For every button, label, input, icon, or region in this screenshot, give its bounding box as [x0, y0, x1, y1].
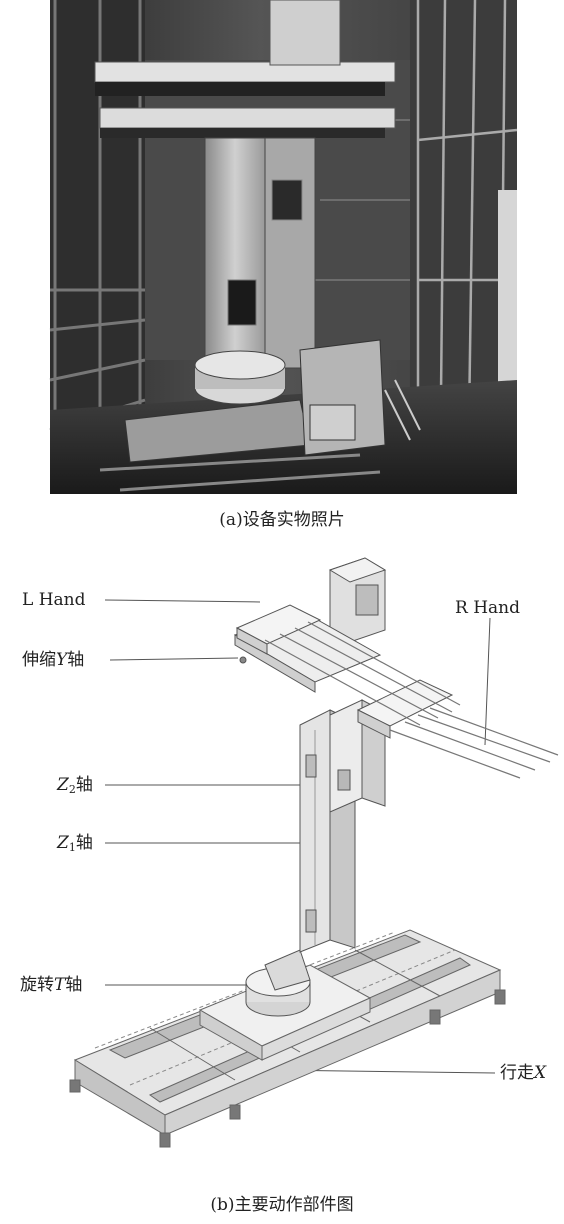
panel-a: (a)设备实物照片: [0, 0, 564, 540]
label-l-hand: L Hand: [22, 590, 86, 610]
equipment-photo: [49, 0, 518, 495]
hand-assembly: [233, 557, 559, 779]
leader-y-axis: [109, 657, 239, 661]
panel-a-caption: (a)设备实物照片: [219, 510, 345, 530]
label-y-axis: 伸缩Y轴: [22, 650, 85, 670]
rotary-t-stage: [245, 949, 311, 1017]
panel-b: L Hand R Hand 伸缩Y轴 Z2轴 Z1轴 旋转T轴 行走X (b)主…: [0, 540, 564, 1224]
panel-b-caption: (b)主要动作部件图: [210, 1195, 354, 1215]
leader-l-hand: [104, 599, 261, 603]
component-diagram: [69, 557, 559, 1148]
label-z1-axis: Z1轴: [57, 833, 93, 854]
label-t-axis: 旋转T轴: [20, 975, 83, 995]
label-x-axis: 行走X: [500, 1063, 547, 1083]
leader-r-hand: [484, 617, 491, 746]
label-r-hand: R Hand: [455, 598, 520, 618]
label-z2-axis: Z2轴: [57, 775, 93, 796]
